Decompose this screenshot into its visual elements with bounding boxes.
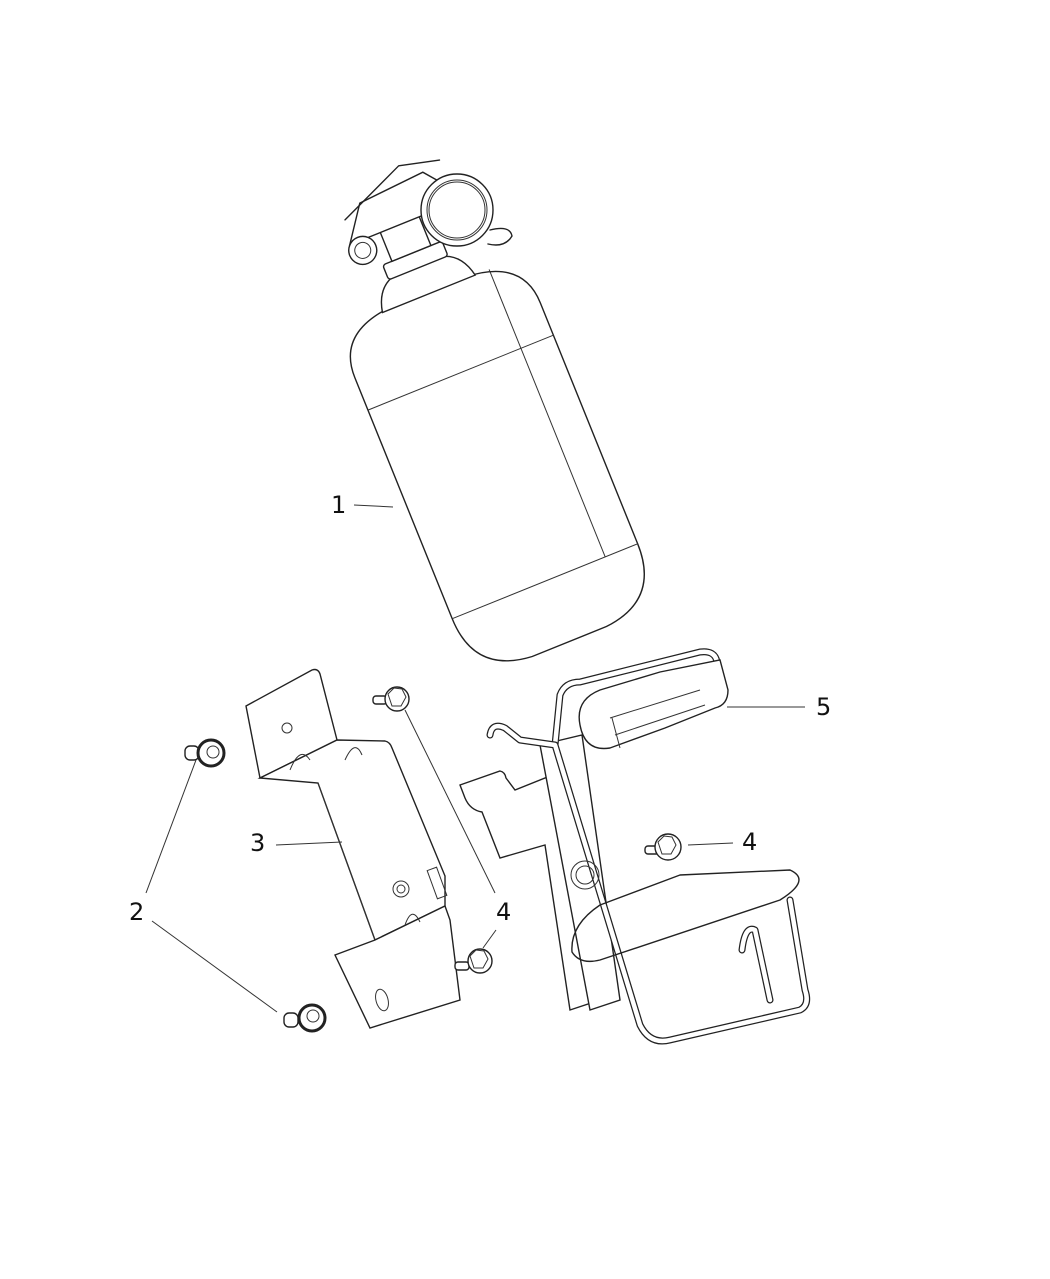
callout-3: 3 [250, 829, 266, 857]
callout-5: 5 [816, 693, 832, 721]
bolt-holder [644, 833, 682, 861]
callout-4-right: 4 [742, 828, 758, 856]
callout-4-lower-left: 4 [496, 898, 512, 926]
pressure-gauge [420, 173, 513, 247]
bolt-lower [454, 948, 493, 974]
callout-1: 1 [331, 491, 347, 519]
rivet-upper [184, 738, 226, 768]
fire-extinguisher-cylinder [344, 159, 645, 662]
rivet-lower [283, 1003, 327, 1033]
extinguisher-holder-cage [459, 648, 811, 1045]
mounting-bracket [245, 668, 461, 1029]
callout-2: 2 [129, 898, 145, 926]
bolt-upper [372, 686, 410, 712]
